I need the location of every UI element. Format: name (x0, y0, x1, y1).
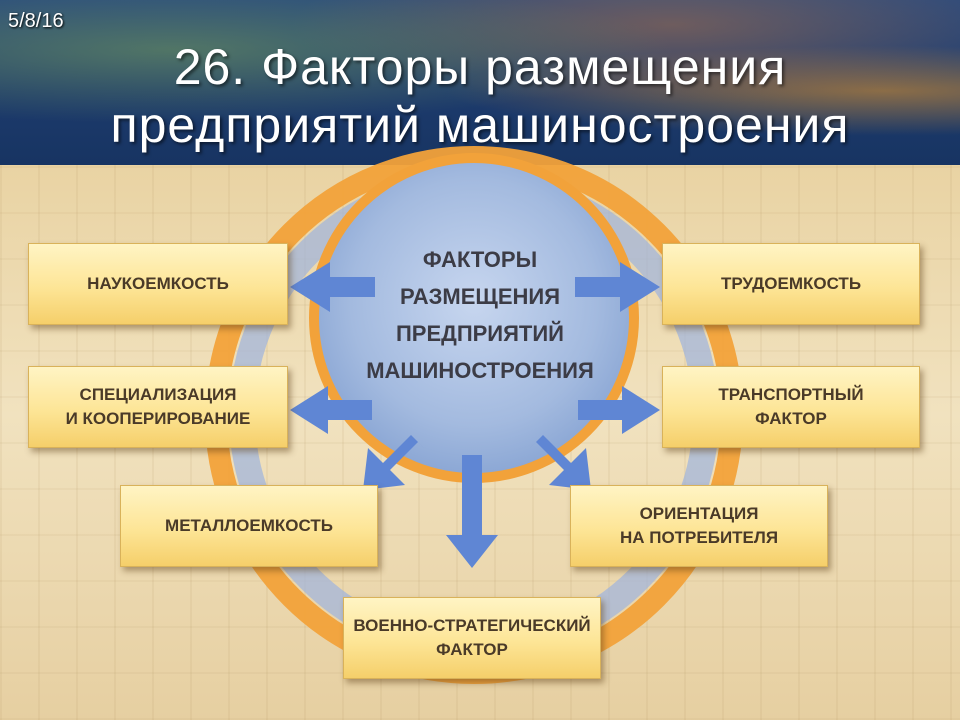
arrows-group (290, 262, 660, 568)
arrow-to-trudoemkost (575, 262, 660, 312)
title-line-2: предприятий машиностроения (110, 97, 850, 153)
arrow-to-naukoemkost (290, 262, 375, 312)
factor-trudoemkost: ТРУДОЕМКОСТЬ (662, 243, 920, 325)
arrow-to-orientaciya (530, 435, 591, 490)
center-label: ФАКТОРЫ РАЗМЕЩЕНИЯ ПРЕДПРИЯТИЙ МАШИНОСТР… (366, 247, 594, 383)
factor-specializaciya: СПЕЦИАЛИЗАЦИЯ И КООПЕРИРОВАНИЕ (28, 366, 288, 448)
arrow-to-transport (578, 386, 660, 434)
factor-naukoemkost: НАУКОЕМКОСТЬ (28, 243, 288, 325)
title-line-1: 26. Факторы размещения (173, 39, 787, 95)
arrow-to-metalloemkost (363, 435, 424, 490)
slide-title: 26. Факторы размещения предприятий машин… (0, 38, 960, 154)
factor-transport: ТРАНСПОРТНЫЙ ФАКТОР (662, 366, 920, 448)
factor-orientaciya: ОРИЕНТАЦИЯ НА ПОТРЕБИТЕЛЯ (570, 485, 828, 567)
factor-voenno-strategicheskiy: ВОЕННО-СТРАТЕГИЧЕСКИЙ ФАКТОР (343, 597, 601, 679)
arrow-to-voenno (446, 455, 498, 568)
factor-metalloemkost: МЕТАЛЛОЕМКОСТЬ (120, 485, 378, 567)
arrow-to-specializaciya (290, 386, 372, 434)
slide-header: 5/8/16 26. Факторы размещения предприяти… (0, 0, 960, 165)
slide-date: 5/8/16 (8, 10, 64, 32)
